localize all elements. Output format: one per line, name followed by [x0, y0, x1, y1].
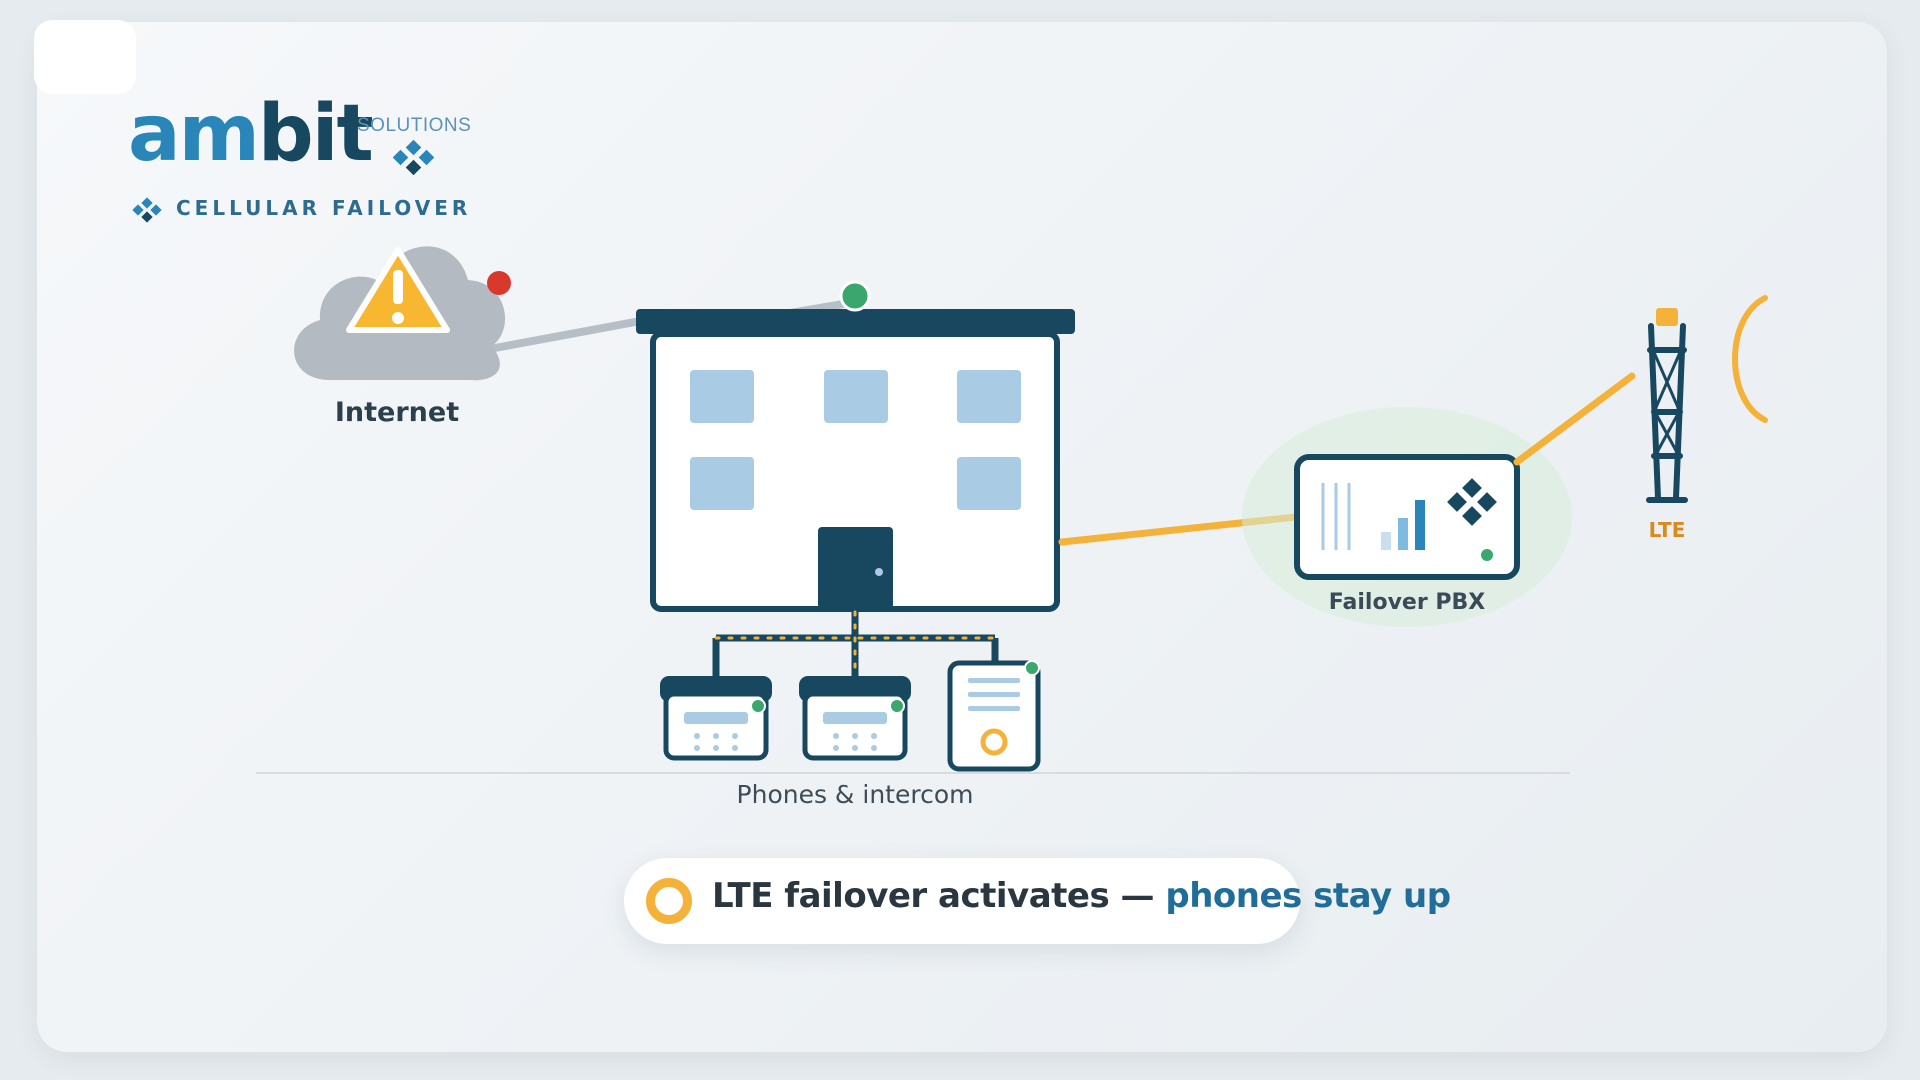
status-main-text: LTE failover activates —	[712, 876, 1166, 916]
cell-tower-icon	[1646, 295, 1768, 503]
desk-phone-icon	[660, 676, 772, 761]
pbx-label: Failover PBX	[1328, 590, 1486, 615]
phones-label: Phones & intercom	[736, 780, 974, 809]
internal-wiring	[712, 609, 999, 678]
internet-label: Internet	[334, 397, 460, 428]
brand-name-part2: bit	[257, 89, 374, 179]
status-highlight-text: phones stay up	[1165, 876, 1451, 916]
status-message: LTE failover activates — phones stay up	[712, 876, 1451, 916]
building-icon	[636, 309, 1075, 612]
intercom-icon	[947, 660, 1041, 772]
lte-label: LTE	[1648, 518, 1686, 542]
cloud-warning-icon	[294, 246, 506, 381]
pbx-device-icon	[1242, 407, 1572, 627]
diamond-cluster-icon	[392, 139, 435, 176]
lte-link	[1513, 372, 1636, 466]
brand-superscript: SOLUTIONS	[357, 115, 472, 136]
building-status-dot	[839, 280, 871, 312]
desk-phone-icon	[799, 676, 911, 761]
status-banner	[624, 858, 1300, 944]
brand-tagline: CELLULAR FAILOVER	[176, 196, 472, 220]
status-ring-icon	[646, 878, 692, 924]
internet-status-dot	[487, 271, 511, 295]
corner-patch	[34, 20, 136, 94]
brand-name-part1: am	[128, 89, 260, 179]
tagline-diamond-icon	[132, 197, 162, 223]
brand-logo: ambit	[128, 95, 374, 173]
